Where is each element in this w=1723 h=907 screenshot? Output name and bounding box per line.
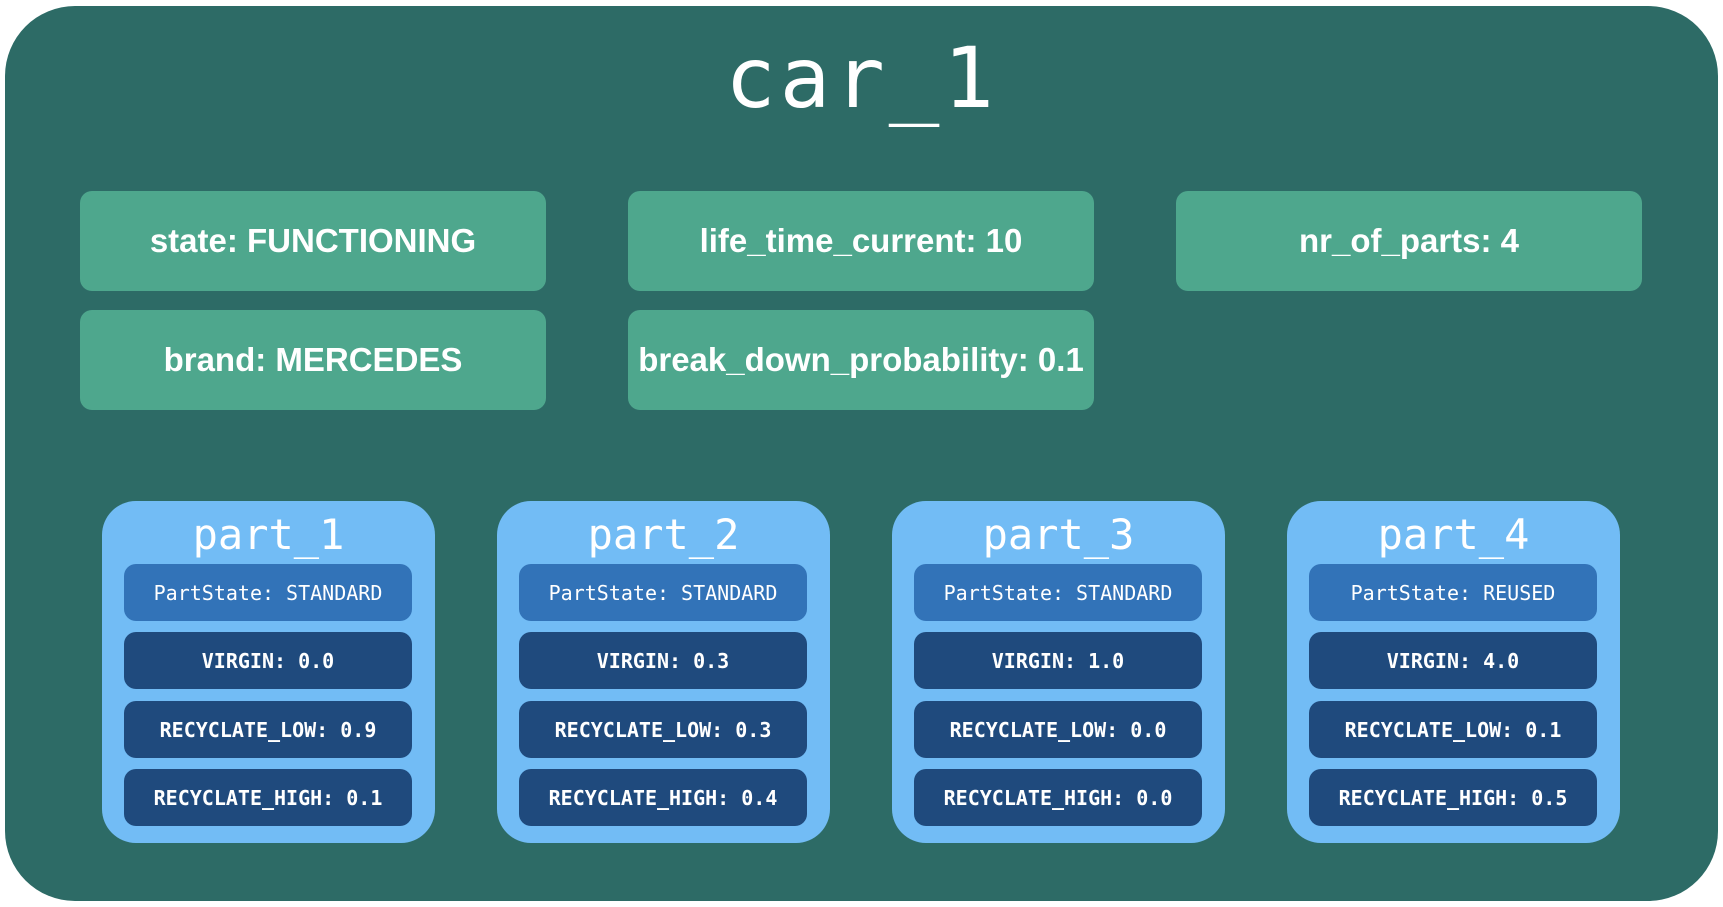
- car-title: car_1: [725, 29, 998, 127]
- recyclate-high-field: RECYCLATE_HIGH: 0.0: [914, 769, 1202, 826]
- car-container: car_1 state: FUNCTIONING life_time_curre…: [5, 6, 1718, 901]
- attribute-break-down-probability: break_down_probability: 0.1: [628, 310, 1094, 410]
- virgin-field: VIRGIN: 4.0: [1309, 632, 1597, 689]
- recyclate-high-field: RECYCLATE_HIGH: 0.4: [519, 769, 807, 826]
- virgin-field: VIRGIN: 0.0: [124, 632, 412, 689]
- attribute-life-time-current: life_time_current: 10: [628, 191, 1094, 291]
- part-state-field: PartState: REUSED: [1309, 564, 1597, 621]
- virgin-field: VIRGIN: 1.0: [914, 632, 1202, 689]
- attribute-brand: brand: MERCEDES: [80, 310, 546, 410]
- part-state-field: PartState: STANDARD: [124, 564, 412, 621]
- virgin-field: VIRGIN: 0.3: [519, 632, 807, 689]
- part-2-box: part_2 PartState: STANDARD VIRGIN: 0.3 R…: [497, 501, 830, 843]
- recyclate-low-field: RECYCLATE_LOW: 0.1: [1309, 701, 1597, 758]
- part-state-field: PartState: STANDARD: [519, 564, 807, 621]
- part-title: part_4: [1377, 510, 1530, 559]
- recyclate-low-field: RECYCLATE_LOW: 0.0: [914, 701, 1202, 758]
- recyclate-high-field: RECYCLATE_HIGH: 0.5: [1309, 769, 1597, 826]
- attribute-state: state: FUNCTIONING: [80, 191, 546, 291]
- part-3-box: part_3 PartState: STANDARD VIRGIN: 1.0 R…: [892, 501, 1225, 843]
- part-title: part_3: [982, 510, 1135, 559]
- part-1-box: part_1 PartState: STANDARD VIRGIN: 0.0 R…: [102, 501, 435, 843]
- part-title: part_2: [587, 510, 740, 559]
- recyclate-low-field: RECYCLATE_LOW: 0.9: [124, 701, 412, 758]
- recyclate-high-field: RECYCLATE_HIGH: 0.1: [124, 769, 412, 826]
- recyclate-low-field: RECYCLATE_LOW: 0.3: [519, 701, 807, 758]
- attribute-nr-of-parts: nr_of_parts: 4: [1176, 191, 1642, 291]
- part-4-box: part_4 PartState: REUSED VIRGIN: 4.0 REC…: [1287, 501, 1620, 843]
- part-state-field: PartState: STANDARD: [914, 564, 1202, 621]
- part-title: part_1: [192, 510, 345, 559]
